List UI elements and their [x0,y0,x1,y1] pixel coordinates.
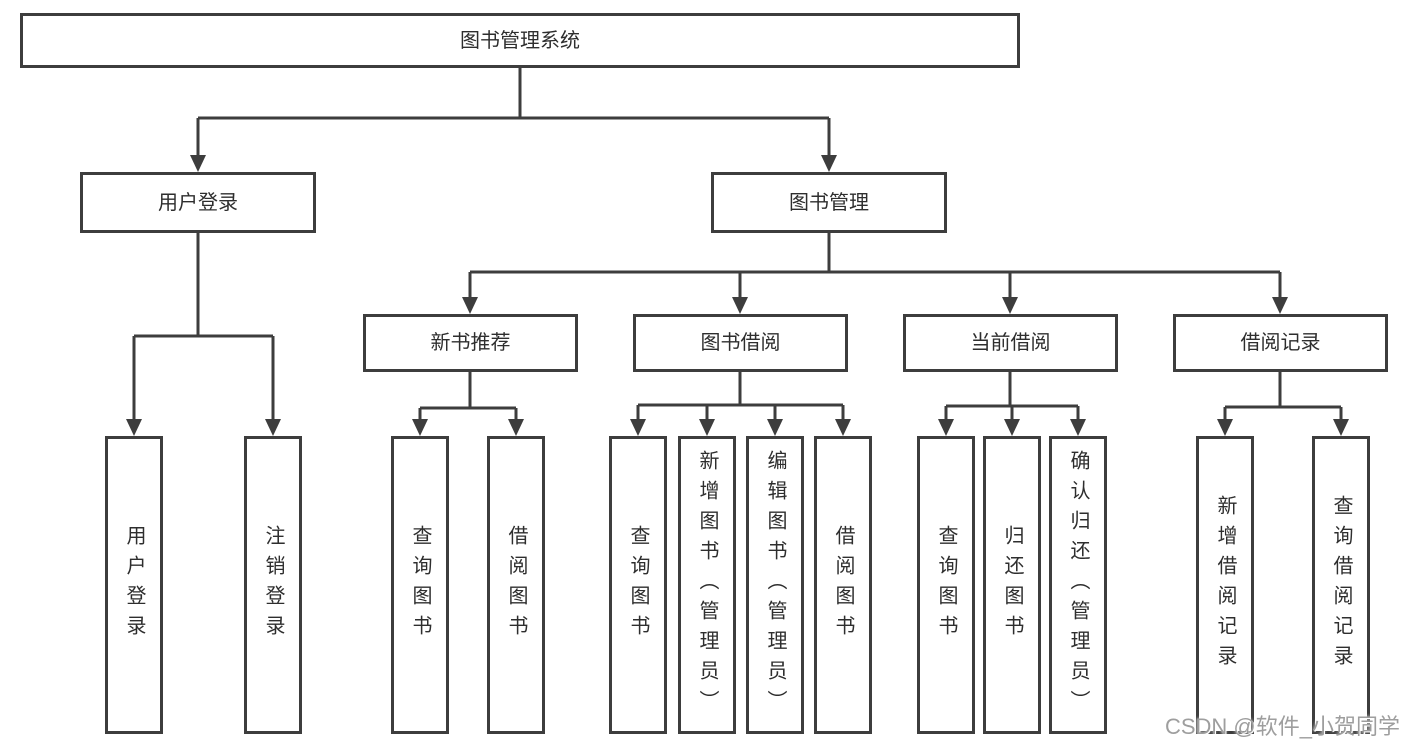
arrowheads-root-level2 [190,155,837,172]
leaf-add-book-admin-label: 新增图书（管理员） [696,450,718,720]
node-book-management: 图书管理 [711,172,947,233]
leaf-edit-book-admin: 编辑图书（管理员） [746,436,804,734]
leaf-user-login-label: 用户登录 [123,525,145,645]
leaf-borrow-books-borrow: 借阅图书 [814,436,872,734]
node-root-label: 图书管理系统 [460,29,580,52]
arrowheads-book-borrow-leaves [630,419,851,436]
node-book-management-label: 图书管理 [789,191,869,214]
connector-book-borrow-leaves [636,372,845,421]
node-current-borrow: 当前借阅 [903,314,1118,372]
arrowheads-current-borrow-leaves [938,419,1086,436]
leaf-query-books-borrow: 查询图书 [609,436,667,734]
leaf-query-borrow-record: 查询借阅记录 [1312,436,1370,734]
leaf-confirm-return-admin: 确认归还（管理员） [1049,436,1107,734]
leaf-user-login: 用户登录 [105,436,163,734]
leaf-add-book-admin: 新增图书（管理员） [678,436,736,734]
csdn-watermark: CSDN @软件_小贺同学 [1164,714,1400,739]
node-new-book-recommend-label: 新书推荐 [430,332,511,354]
node-user-login-label: 用户登录 [158,191,238,214]
node-new-book-recommend: 新书推荐 [363,314,578,372]
node-borrow-records-label: 借阅记录 [1240,332,1321,354]
connector-root-level2 [196,68,831,157]
node-borrow-records: 借阅记录 [1173,314,1388,372]
leaf-add-borrow-record-label: 新增借阅记录 [1214,495,1236,675]
leaf-confirm-return-admin-label: 确认归还（管理员） [1067,450,1089,720]
leaf-add-borrow-record: 新增借阅记录 [1196,436,1254,734]
arrowheads-user-login-leaves [126,419,281,436]
leaf-borrow-books-borrow-label: 借阅图书 [832,525,854,645]
node-user-login: 用户登录 [80,172,316,233]
connector-book-mgmt-level3 [468,233,1282,299]
arrowheads-book-mgmt-level3 [462,297,1288,314]
node-book-borrow-label: 图书借阅 [700,332,781,354]
leaf-query-books-borrow-label: 查询图书 [627,525,649,645]
leaf-query-books-recommend-label: 查询图书 [409,525,431,645]
arrowheads-records-leaves [1217,419,1349,436]
leaf-edit-book-admin-label: 编辑图书（管理员） [764,450,786,720]
leaf-borrow-books-recommend: 借阅图书 [487,436,545,734]
leaf-return-books-label: 归还图书 [1001,525,1023,645]
node-root: 图书管理系统 [20,13,1020,68]
connector-user-login-leaves [132,233,275,421]
connector-current-borrow-leaves [944,372,1080,421]
leaf-query-books-current-label: 查询图书 [935,525,957,645]
leaf-logout-label: 注销登录 [262,525,284,645]
leaf-query-books-current: 查询图书 [917,436,975,734]
leaf-return-books: 归还图书 [983,436,1041,734]
connector-records-leaves [1223,372,1343,421]
connector-new-book-leaves [418,372,518,421]
leaf-query-books-recommend: 查询图书 [391,436,449,734]
leaf-logout: 注销登录 [244,436,302,734]
arrowheads-new-book-leaves [412,419,524,436]
node-current-borrow-label: 当前借阅 [970,332,1051,354]
leaf-query-borrow-record-label: 查询借阅记录 [1330,495,1352,675]
node-book-borrow: 图书借阅 [633,314,848,372]
leaf-borrow-books-recommend-label: 借阅图书 [505,525,527,645]
